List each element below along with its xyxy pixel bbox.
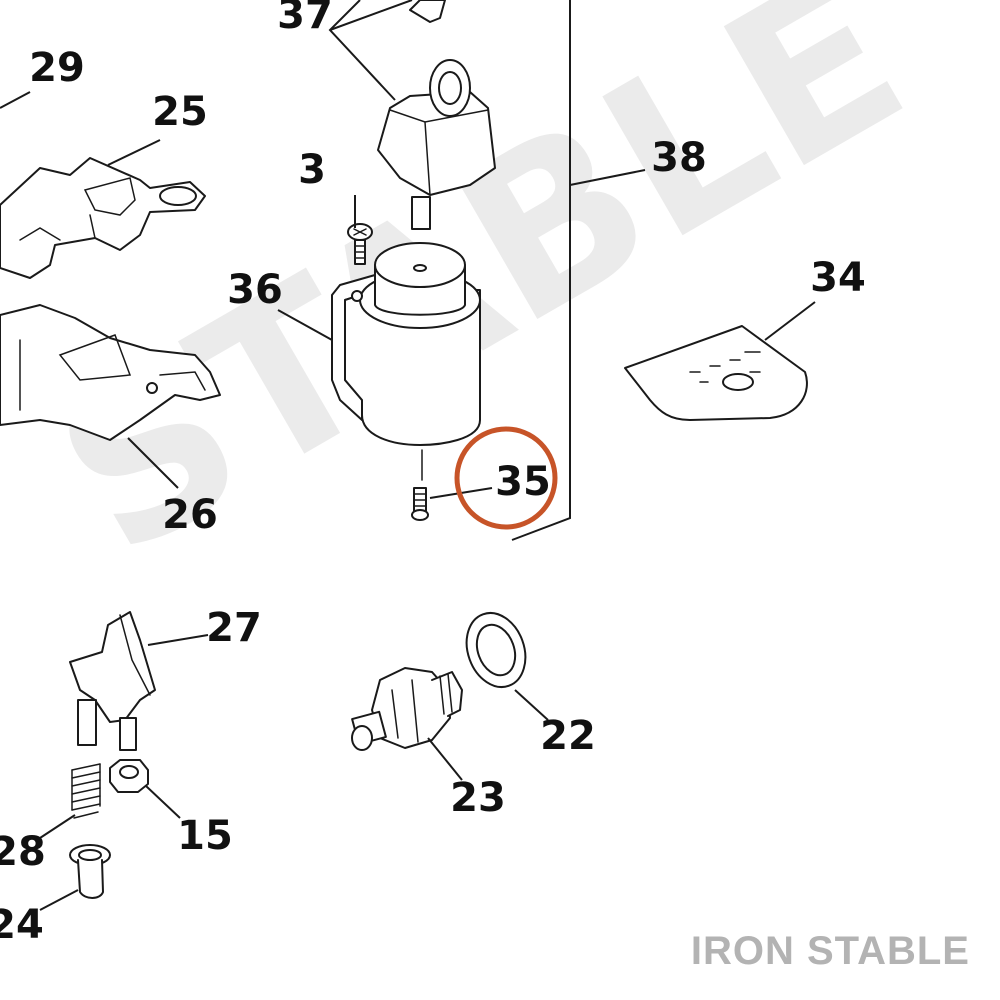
part-27-lever <box>69 611 156 751</box>
callout-35: 35 <box>495 459 551 505</box>
callout-28: 28 <box>0 829 46 875</box>
callout-24: 24 <box>0 902 44 948</box>
highlight-circle <box>454 426 558 530</box>
part-24-bushing <box>69 844 111 899</box>
part-37-knob <box>377 0 496 230</box>
part-15-nut <box>109 759 149 793</box>
part-36-housing <box>331 242 481 481</box>
part-25-bracket <box>0 157 206 279</box>
part-34-plate <box>624 325 808 421</box>
part-26-bracket <box>0 304 221 441</box>
callout-22: 22 <box>540 713 596 759</box>
callout-23: 23 <box>450 775 506 821</box>
callout-29: 29 <box>29 45 85 91</box>
part-22-washer <box>465 612 527 688</box>
callout-36: 36 <box>227 267 283 313</box>
part-28-spring <box>71 763 101 819</box>
callout-27: 27 <box>206 605 262 651</box>
callout-37: 37 <box>277 0 333 38</box>
callout-3: 3 <box>298 147 326 193</box>
callout-25: 25 <box>152 89 208 135</box>
leader-lines <box>0 0 816 911</box>
callout-34: 34 <box>810 255 866 301</box>
part-35-screw <box>411 487 429 521</box>
callout-38: 38 <box>651 135 707 181</box>
callout-labels: 37 29 25 3 38 36 34 35 26 27 22 23 28 15… <box>0 0 866 948</box>
callout-15: 15 <box>177 813 233 859</box>
brand-label: IRON STABLE <box>690 929 970 973</box>
part-23-fitting <box>351 667 463 751</box>
callout-26: 26 <box>162 492 218 538</box>
